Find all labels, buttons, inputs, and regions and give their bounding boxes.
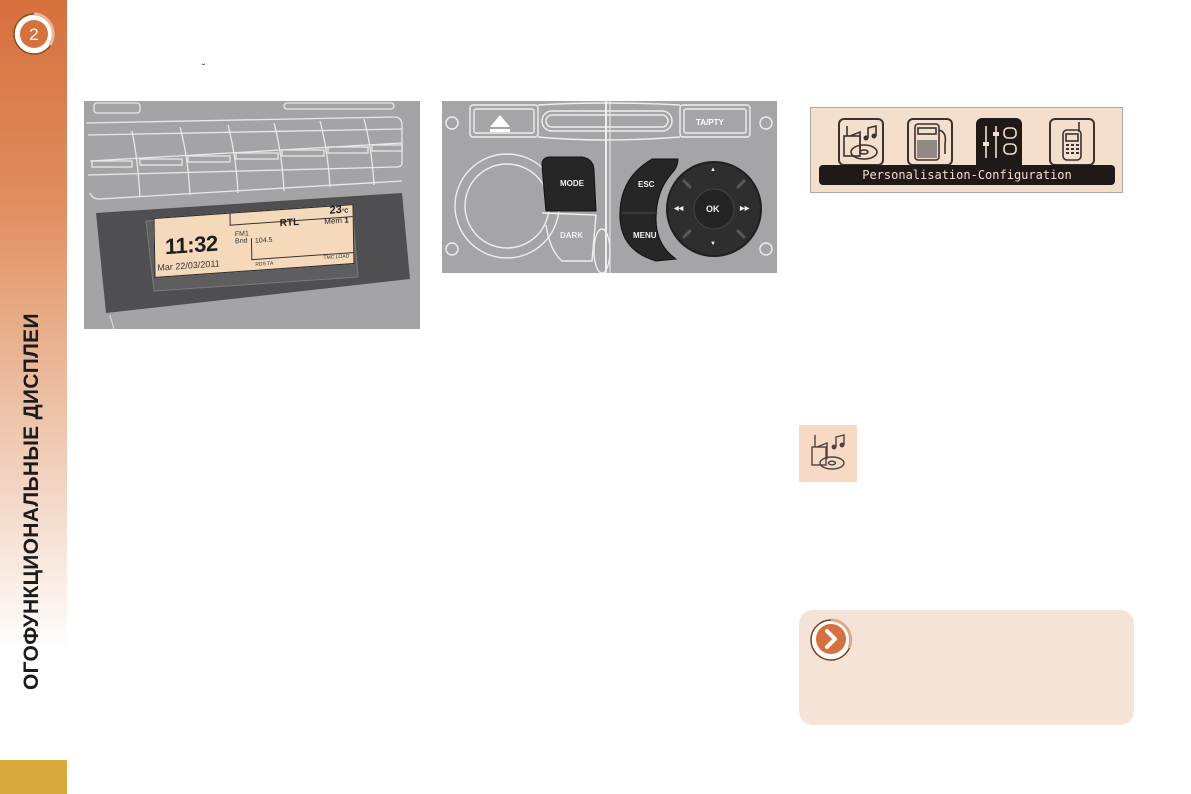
lcd-station-name: RTL [279,216,300,230]
down-arrow-button[interactable]: ▼ [710,241,716,247]
mode-button[interactable]: MODE [560,179,584,188]
menu-selected-label: Personalisation-Configuration [819,165,1115,185]
control-panel-illustration [445,101,773,273]
note-box [799,610,1134,725]
lcd-tmc-label: TMC LOAD [323,253,350,262]
ok-button[interactable]: OK [706,204,720,214]
audio-thumbnail [799,425,857,482]
ta-pty-button[interactable]: TA/PTY [696,118,724,127]
previous-button[interactable]: ◀◀ [674,206,684,212]
chapter-title: ОГОФУНКЦИОНАЛЬНЫЕ ДИСПЛЕИ [20,313,43,690]
lcd-frequency: 104.5 [254,236,273,245]
audio-icon [811,434,845,470]
chapter-tab-marker [0,760,67,794]
next-button[interactable]: ▶▶ [740,206,750,212]
figure-menu-screen: Personalisation-Configuration [810,107,1123,193]
up-arrow-button[interactable]: ▲ [710,167,716,173]
heading-fragment: ˘ [202,63,206,74]
telephone-icon[interactable] [1049,118,1095,166]
audio-icon[interactable] [838,118,884,166]
chevron-right-icon [810,618,853,661]
chapter-number-badge: 2 [13,12,55,55]
svg-text:2: 2 [29,25,38,44]
figure-control-panel: TA/PTY MODE DARK ESC MENU OK ▲ ▼ ◀◀ ▶▶ [442,101,777,273]
trip-computer-icon[interactable] [907,118,953,166]
lcd-rds-label: RDS TA [255,260,274,268]
lcd-memory: Mem 1 [324,215,349,227]
dark-button[interactable]: DARK [560,231,584,240]
lcd-date: Mar 22/03/2011 [157,258,220,273]
chapter-sideband: 2 ОГОФУНКЦИОНАЛЬНЫЕ ДИСПЛЕИ [0,0,67,794]
esc-button[interactable]: ESC [638,180,655,189]
lcd-clock: 11:32 [164,230,218,260]
menu-button[interactable]: MENU [633,231,657,240]
eject-button[interactable] [488,113,512,135]
